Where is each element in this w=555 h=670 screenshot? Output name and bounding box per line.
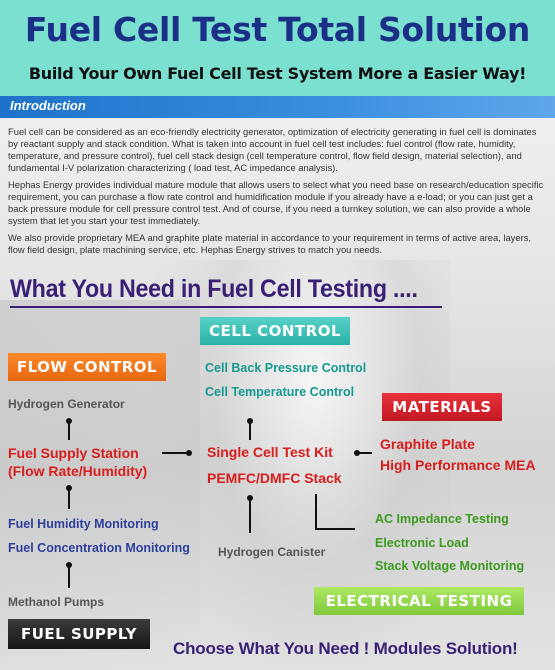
fuel-supply-station: Fuel Supply Station	[8, 445, 139, 461]
fuel-concentration-monitoring: Fuel Concentration Monitoring	[8, 541, 190, 555]
connector-dot	[354, 450, 360, 456]
closing-slogan: Choose What You Need ! Modules Solution!	[173, 639, 518, 658]
fuel-humidity-monitoring: Fuel Humidity Monitoring	[8, 517, 159, 531]
materials-badge: MATERIALS	[382, 393, 502, 421]
pemfc-dmfc-stack: PEMFC/DMFC Stack	[207, 470, 342, 486]
header-banner: Fuel Cell Test Total Solution Build Your…	[0, 0, 555, 96]
cell-back-pressure-control: Cell Back Pressure Control	[205, 361, 367, 375]
page-subtitle: Build Your Own Fuel Cell Test System Mor…	[28, 64, 527, 83]
introduction-bar: Introduction	[0, 96, 555, 118]
connector-line	[249, 420, 251, 440]
connector-line	[358, 452, 372, 454]
fuel-supply-station-detail: (Flow Rate/Humidity)	[8, 463, 148, 479]
connector-line	[249, 497, 251, 533]
fuel-supply-badge: FUEL SUPPLY	[8, 619, 150, 649]
stack-voltage-monitoring: Stack Voltage Monitoring	[375, 559, 525, 573]
intro-paragraph-3: We also provide proprietary MEA and grap…	[8, 232, 531, 255]
section-heading: What You Need in Fuel Cell Testing ....	[10, 275, 418, 303]
electrical-testing-badge: ELECTRICAL TESTING	[314, 587, 524, 615]
hydrogen-generator: Hydrogen Generator	[8, 397, 125, 411]
section-heading-underline	[10, 306, 442, 308]
methanol-pumps: Methanol Pumps	[8, 595, 105, 609]
intro-paragraph-1: Fuel cell can be considered as an eco-fr…	[8, 126, 537, 173]
graphite-plate: Graphite Plate	[380, 436, 475, 452]
page-title: Fuel Cell Test Total Solution	[24, 10, 531, 49]
connector-line	[162, 452, 190, 454]
connector-line	[68, 487, 70, 509]
connector-line	[315, 528, 355, 530]
ac-impedance-testing: AC Impedance Testing	[375, 512, 509, 526]
intro-paragraph-2: Hephas Energy provides individual mature…	[8, 179, 544, 226]
high-performance-mea: High Performance MEA	[380, 457, 536, 473]
connector-line	[68, 420, 70, 440]
electronic-load: Electronic Load	[375, 536, 469, 550]
introduction-heading: Introduction	[10, 98, 86, 113]
cell-temperature-control: Cell Temperature Control	[205, 385, 355, 399]
single-cell-test-kit: Single Cell Test Kit	[207, 444, 333, 460]
cell-control-badge: CELL CONTROL	[200, 317, 350, 345]
introduction-text: Fuel cell can be considered as an eco-fr…	[8, 126, 548, 261]
connector-dot	[186, 450, 192, 456]
connector-line	[68, 564, 70, 588]
flow-control-badge: FLOW CONTROL	[8, 353, 166, 381]
hydrogen-canister: Hydrogen Canister	[218, 545, 326, 559]
connector-line	[315, 494, 317, 530]
